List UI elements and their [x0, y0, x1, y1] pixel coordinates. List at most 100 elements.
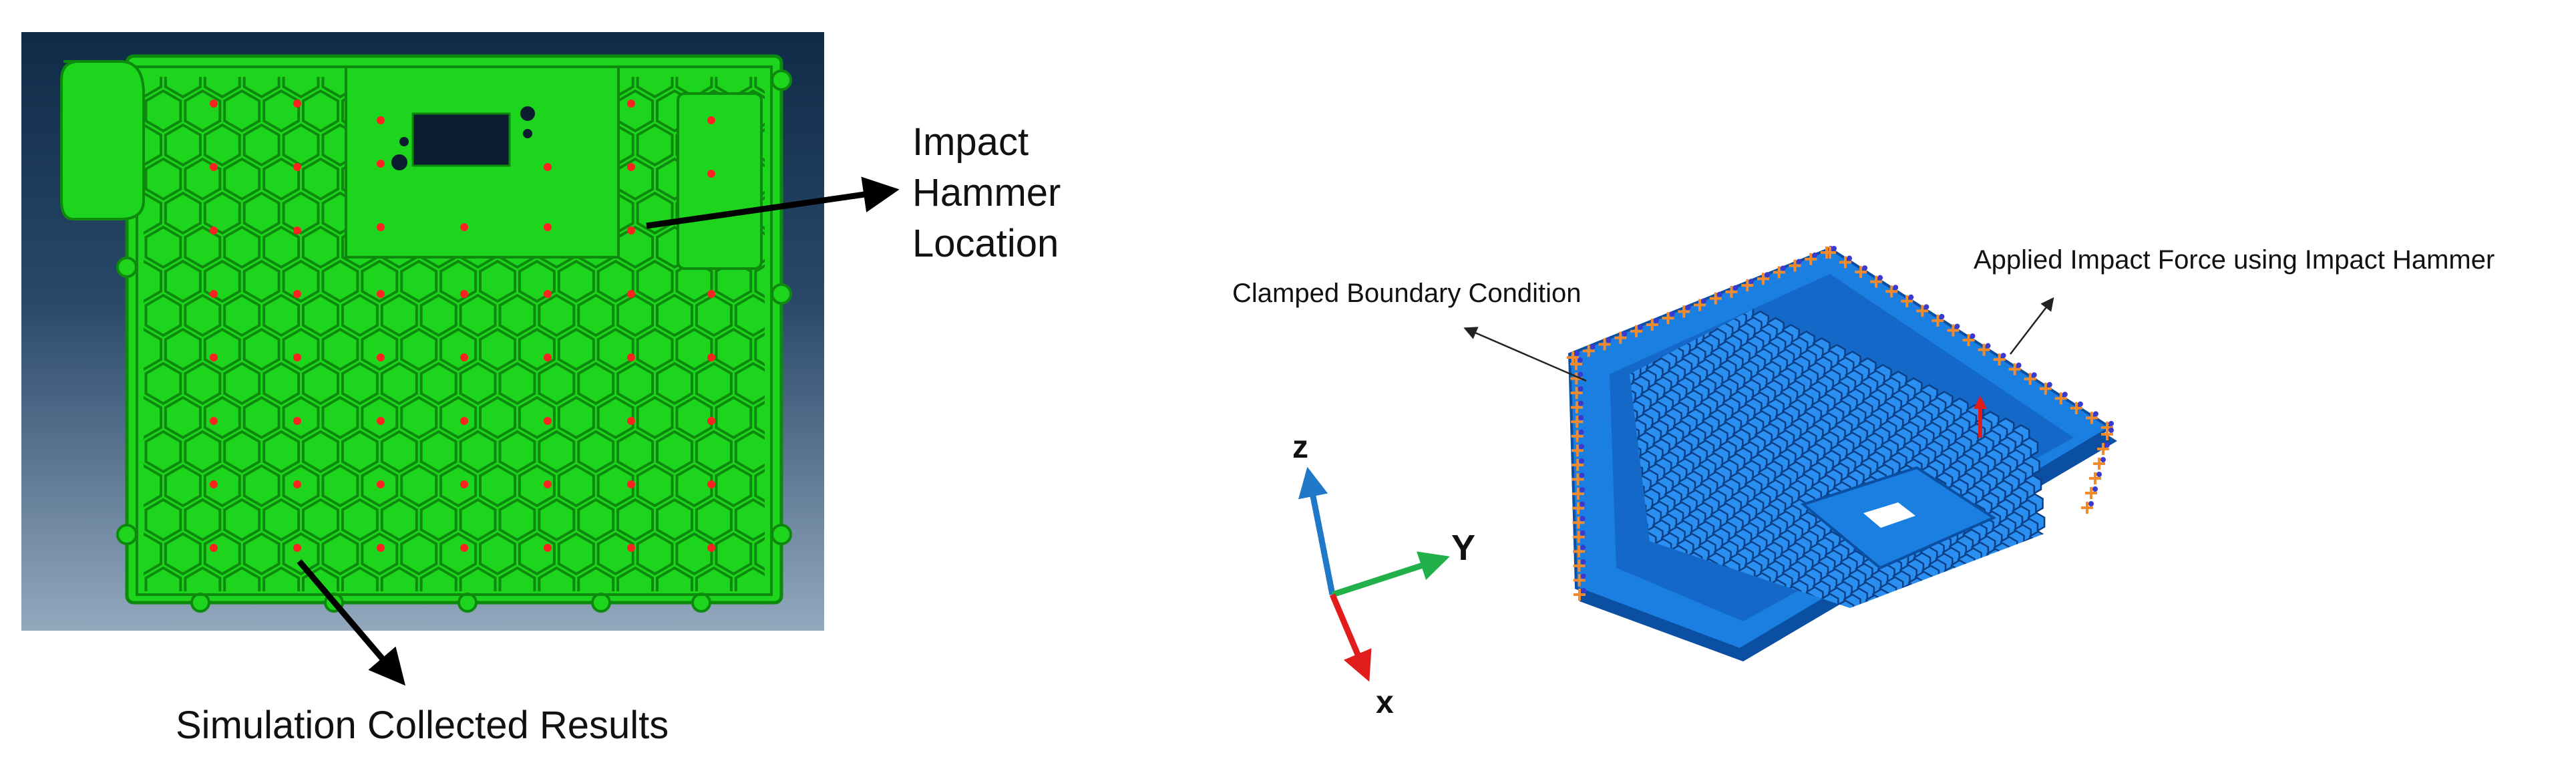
hex-cell: [164, 77, 202, 99]
hex-cell: [874, 57, 908, 97]
hex-cell: [636, 259, 674, 303]
hex-cell: [874, 534, 908, 574]
hex-cell: [2024, 555, 2042, 577]
hex-cell: [1609, 276, 1625, 295]
coordinate-triad: z Y x: [1292, 430, 1475, 720]
hex-cell: [380, 566, 418, 591]
result-point: [377, 160, 385, 168]
clamp-dot: [1701, 298, 1706, 304]
hex-cell: [616, 157, 655, 201]
hex-cell: [1937, 571, 1956, 593]
hex-cell: [242, 327, 281, 371]
hex-cell: [1599, 245, 1615, 263]
edge-tab: [691, 593, 711, 613]
hex-cell: [341, 498, 379, 542]
clamp-dot: [1765, 272, 1770, 278]
hex-cell: [656, 293, 693, 337]
simulation-viewport: [21, 32, 908, 631]
hex-cell: [734, 293, 765, 337]
result-point: [544, 163, 552, 171]
hex-cell: [380, 430, 418, 474]
clamp-dot: [1685, 305, 1691, 311]
hex-cell: [1847, 632, 1863, 651]
hex-cell: [577, 293, 615, 337]
hex-cell: [695, 293, 733, 337]
hex-cell: [242, 532, 281, 576]
clamp-marker: [1571, 444, 1584, 457]
hex-cell: [302, 293, 339, 337]
hex-cell: [1959, 572, 1978, 593]
hex-cell: [2030, 549, 2049, 571]
hex-cell: [1580, 281, 1596, 300]
hex-cell: [2037, 687, 2053, 706]
result-point: [293, 100, 301, 108]
edge-tab: [190, 593, 210, 613]
hex-cell: [616, 498, 655, 542]
hex-cell: [1584, 238, 1600, 257]
hex-cell: [557, 327, 595, 371]
hex-cell: [577, 430, 615, 474]
hex-cell: [734, 498, 765, 542]
hex-cell: [1927, 622, 1944, 641]
hex-cell: [1926, 684, 1942, 703]
hex-cell: [2015, 543, 2034, 564]
impact-arrow: [646, 176, 900, 229]
hex-cell: [2016, 625, 2032, 643]
clamp-marker: [1572, 487, 1585, 500]
hex-cell: [1865, 657, 1881, 676]
hex-cell: [2032, 631, 2048, 650]
hex-cell: [144, 396, 162, 440]
hex-cell: [144, 464, 162, 508]
results-label: Simulation Collected Results: [176, 704, 669, 747]
hex-cell: [1986, 692, 2002, 711]
hex-cell: [1992, 604, 2010, 608]
clamp-dot: [2031, 372, 2037, 378]
hex-cell: [2002, 555, 2020, 576]
clamp-marker: [1570, 357, 1583, 370]
hex-cell: [282, 259, 320, 303]
hex-cell: [1968, 585, 1986, 606]
hex-cell: [656, 430, 693, 474]
hex-cell: [1903, 601, 1921, 608]
hex-cell: [1611, 295, 1627, 313]
hex-cell: [321, 532, 359, 576]
hex-cell: [1630, 300, 1644, 321]
hex-cell: [144, 566, 182, 591]
hex-cell: [1870, 633, 1886, 651]
result-point: [377, 290, 385, 298]
clamp-dot: [1985, 343, 1991, 349]
hex-cell: [1964, 611, 1980, 629]
hex-cell: [380, 293, 418, 337]
hex-cell: [1948, 685, 1964, 704]
hex-cell: [1909, 659, 1925, 677]
hex-cell: [1957, 698, 1973, 716]
force-annotation: Applied Impact Force using Impact Hammer: [1974, 245, 2495, 355]
hex-cell: [1931, 659, 1947, 678]
hex-cell: [616, 566, 655, 591]
hex-cell: [1590, 313, 1606, 331]
hex-cell: [834, 466, 869, 506]
hex-cell: [1668, 283, 1686, 304]
hex-cell: [1881, 601, 1899, 608]
hex-cell: [1969, 603, 1988, 608]
y-axis-arrow: [1331, 551, 1450, 598]
hex-cell: [1637, 269, 1656, 291]
hex-cell: [459, 498, 497, 542]
result-point: [293, 290, 301, 298]
result-point: [210, 353, 218, 361]
hex-cell: [734, 361, 765, 406]
hex-cell: [184, 566, 222, 591]
clamp-marker: [1901, 294, 1914, 307]
hex-cell: [834, 125, 869, 165]
hex-cell: [1947, 603, 1966, 608]
hex-cell: [459, 361, 497, 406]
hex-cell: [1630, 269, 1647, 278]
result-point: [707, 544, 715, 552]
clamp-dot: [2108, 421, 2114, 426]
hex-cell: [2001, 618, 2017, 637]
hex-cell: [874, 398, 908, 438]
clamp-marker: [1614, 331, 1628, 344]
hex-cell: [715, 259, 753, 303]
hex-cell: [1846, 613, 1862, 632]
clamp-dot: [1580, 530, 1586, 536]
